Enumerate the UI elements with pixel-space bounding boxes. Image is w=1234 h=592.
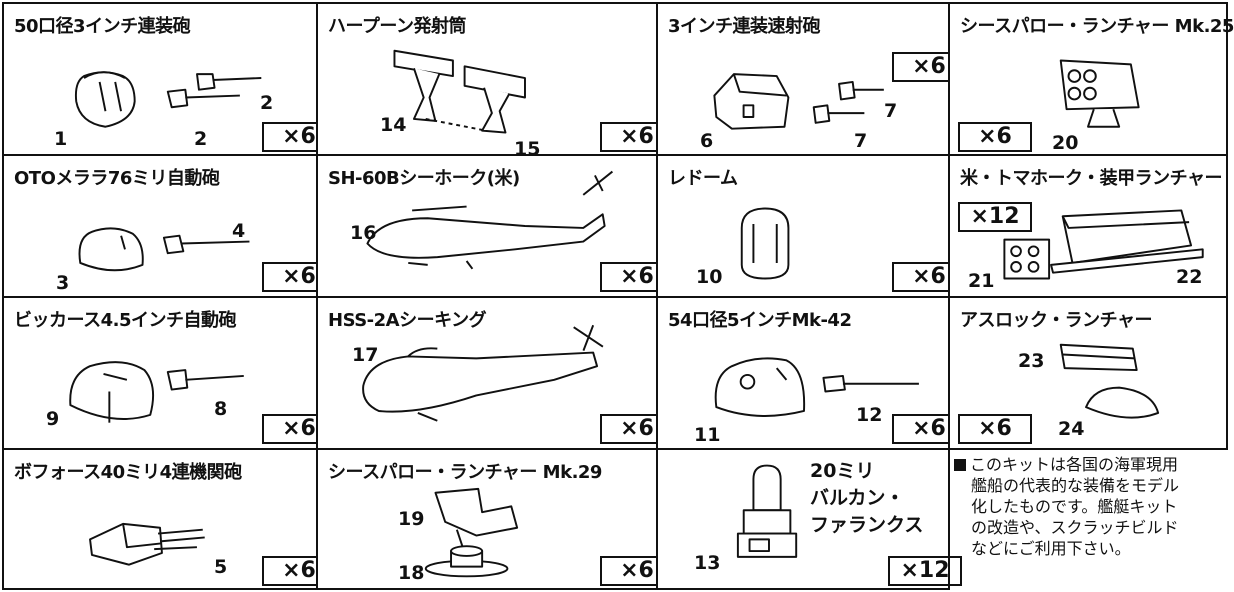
cell-sea-sparrow-mk29: シースパロー・ランチャー Mk.29 19 18 ×6	[316, 448, 674, 590]
part-number: 17	[352, 344, 379, 366]
cell-20mm-vulcan-phalanx: 20ミリ バルカン・ ファランクス 13 ×12	[656, 448, 962, 590]
cell-title: 米・トマホーク・装甲ランチャー	[960, 168, 1222, 189]
part-number: 12	[856, 404, 883, 426]
bofors-drawing	[89, 522, 205, 566]
seaking-drawing	[362, 324, 604, 422]
asroc-drawing	[1059, 343, 1160, 419]
cell-sea-sparrow-mk25: シースパロー・ランチャー Mk.25 20 ×6	[948, 2, 1234, 156]
oto-melara-drawing	[78, 227, 250, 272]
part-number: 2	[260, 92, 274, 114]
cell-hss2a-seaking: HSS-2Aシーキング 17 ×6	[316, 296, 674, 450]
twin-gun-drawing	[74, 71, 262, 128]
sea-sparrow-mk29-drawing	[424, 487, 519, 578]
cell-oto-melara-76mm: OTOメララ76ミリ自動砲 3 4 ×6	[2, 154, 336, 298]
cell-title: OTOメララ76ミリ自動砲	[14, 168, 220, 189]
part-number: 8	[214, 398, 228, 420]
quantity-badge: ×6	[892, 414, 966, 444]
cell-harpoon-launcher: ハープーン発射筒 14 15 ×6	[316, 2, 674, 160]
part-number: 7	[854, 130, 868, 152]
note-line: の改造や、スクラッチビルド	[971, 518, 1179, 537]
bullet-square-icon	[954, 459, 966, 471]
cell-asroc-launcher: アスロック・ランチャー 23 24 ×6	[948, 296, 1228, 450]
phalanx-label: 20ミリ バルカン・ ファランクス	[810, 458, 923, 539]
quantity-badge: ×6	[262, 556, 336, 586]
cell-title: シースパロー・ランチャー Mk.29	[328, 462, 602, 483]
seahawk-drawing	[366, 170, 614, 270]
cell-title: 54口径5インチMk-42	[668, 310, 852, 331]
part-number: 6	[700, 130, 714, 152]
part-number: 22	[1176, 266, 1203, 288]
part-number: 14	[380, 114, 407, 136]
note-line: などにご利用下さい。	[971, 539, 1131, 558]
quantity-badge: ×12	[958, 202, 1032, 232]
vickers-drawing	[69, 361, 244, 423]
kit-note: このキットは各国の海軍現用 艦船の代表的な装備をモデル 化したものです。艦艇キッ…	[954, 454, 1224, 559]
cell-54cal-5inch-mk42: 54口径5インチMk-42 11 12 ×6	[656, 296, 966, 450]
part-number: 3	[56, 272, 70, 294]
part-number: 11	[694, 424, 721, 446]
cell-3inch-rapid-fire-gun: 3インチ連装速射砲 6 7 7 ×6	[656, 2, 966, 156]
cell-title: アスロック・ランチャー	[960, 310, 1152, 331]
cell-bofors-40mm-quad: ボフォース40ミリ4連機関砲 5 ×6	[2, 448, 336, 590]
part-number: 20	[1052, 132, 1079, 154]
quantity-badge: ×6	[892, 52, 966, 82]
tomahawk-drawing	[1003, 209, 1204, 280]
part-number: 7	[884, 100, 898, 122]
part-number: 5	[214, 556, 228, 578]
part-number: 9	[46, 408, 60, 430]
cell-3inch-50cal-twin-gun: 50口径3インチ連装砲 1 2 2 ×6	[2, 2, 336, 156]
cell-title: シースパロー・ランチャー Mk.25	[960, 16, 1234, 37]
phalanx-drawing	[736, 464, 798, 558]
part-number: 18	[398, 562, 425, 584]
quantity-badge: ×6	[892, 262, 966, 292]
part-number: 10	[696, 266, 723, 288]
phalanx-label-line: 20ミリ	[810, 460, 875, 482]
cell-title: SH-60Bシーホーク(米)	[328, 168, 520, 189]
cell-title: HSS-2Aシーキング	[328, 310, 487, 331]
note-line: 艦船の代表的な装備をモデル	[971, 476, 1180, 495]
phalanx-label-line: ファランクス	[810, 514, 924, 536]
part-number: 2	[194, 128, 208, 150]
quantity-badge: ×12	[888, 556, 962, 586]
phalanx-label-line: バルカン・	[810, 487, 905, 509]
quantity-badge: ×6	[262, 414, 336, 444]
part-number: 24	[1058, 418, 1085, 440]
part-number: 16	[350, 222, 377, 244]
quantity-badge: ×6	[600, 262, 674, 292]
cell-tomahawk-armored-launcher: 米・トマホーク・装甲ランチャー ×12 21 22	[948, 154, 1228, 298]
sea-sparrow-mk25-drawing	[1059, 59, 1140, 128]
cell-title: 50口径3インチ連装砲	[14, 16, 191, 37]
mk42-drawing	[714, 357, 919, 417]
cell-sh60b-seahawk: SH-60Bシーホーク(米) 16 ×6	[316, 154, 674, 298]
cell-title: ボフォース40ミリ4連機関砲	[14, 462, 242, 483]
note-line: このキットは各国の海軍現用	[954, 454, 1224, 475]
radome-drawing	[740, 207, 790, 280]
part-number: 1	[54, 128, 68, 150]
part-number: 21	[968, 270, 995, 292]
quantity-badge: ×6	[958, 414, 1032, 444]
part-number: 23	[1018, 350, 1045, 372]
part-number: 4	[232, 220, 246, 242]
quantity-badge: ×6	[600, 556, 674, 586]
note-line: 化したものです。艦艇キット	[971, 497, 1178, 516]
note-text: このキットは各国の海軍現用	[970, 455, 1179, 474]
cell-title: ビッカース4.5インチ自動砲	[14, 310, 237, 331]
cell-radome: レドーム 10 ×6	[656, 154, 966, 298]
cell-title: 3インチ連装速射砲	[668, 16, 821, 37]
harpoon-drawing	[393, 49, 526, 134]
cell-title: ハープーン発射筒	[328, 16, 467, 37]
rapid-fire-gun-drawing	[713, 73, 884, 130]
cell-vickers-4-5inch: ビッカース4.5インチ自動砲 9 8 ×6	[2, 296, 336, 450]
part-number: 19	[398, 508, 425, 530]
cell-title: レドーム	[668, 168, 738, 189]
quantity-badge: ×6	[958, 122, 1032, 152]
part-number: 13	[694, 552, 721, 574]
